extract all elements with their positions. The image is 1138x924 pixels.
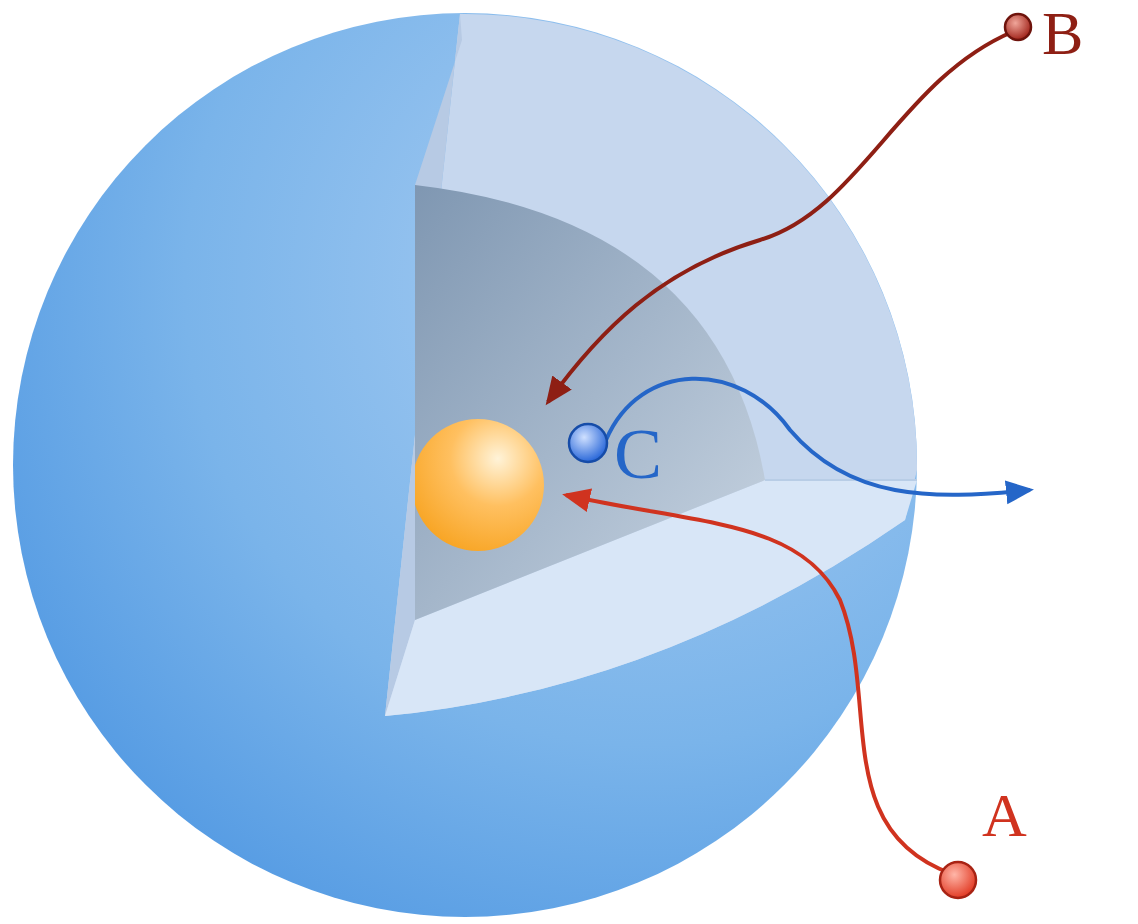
trajectory-a xyxy=(566,495,952,874)
particle-label: A xyxy=(982,784,1027,846)
particle-a xyxy=(940,862,976,898)
layer-edge xyxy=(765,479,917,481)
trajectory-c xyxy=(606,379,1030,495)
particle-c xyxy=(569,424,607,462)
cutaway-shell xyxy=(385,14,917,716)
outer-sphere xyxy=(13,13,917,917)
particle-label: C xyxy=(614,418,662,490)
particle-b xyxy=(1005,14,1031,40)
particle-label: B xyxy=(1042,2,1083,64)
core xyxy=(415,419,544,551)
trajectory-b xyxy=(548,32,1012,402)
inner-layer xyxy=(415,185,765,620)
